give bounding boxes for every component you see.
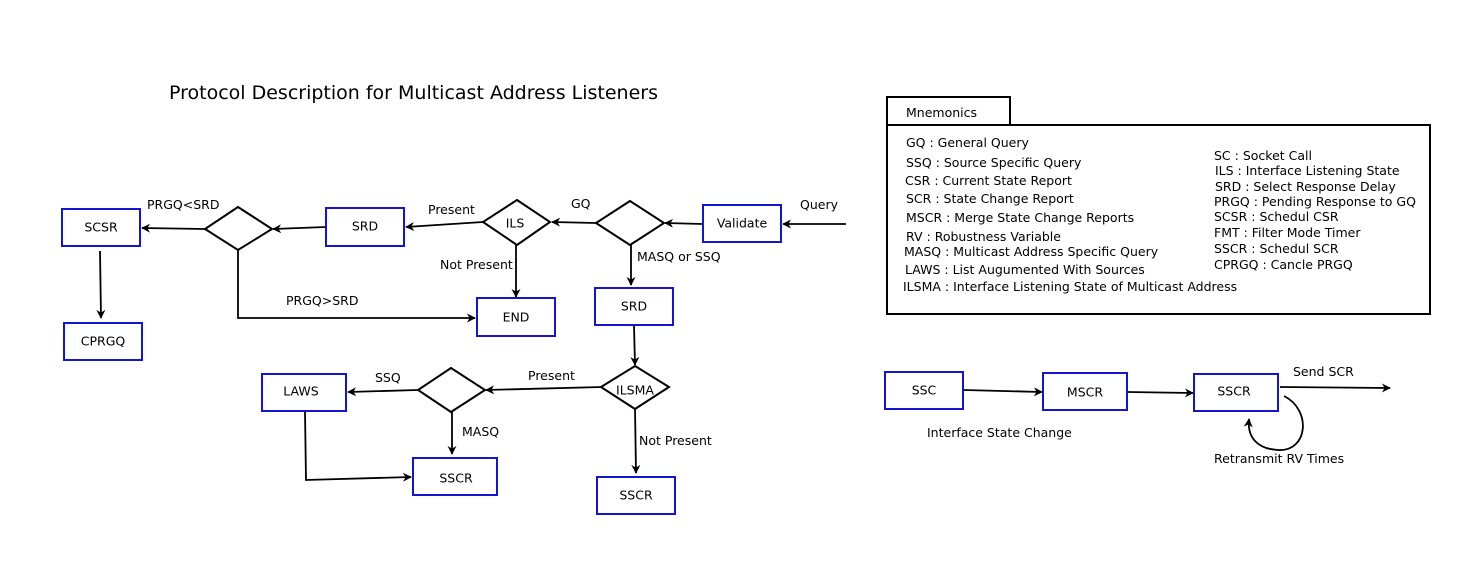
mnemonic-left-2: CSR : Current State Report — [905, 173, 1072, 188]
scsr-box — [61, 208, 141, 247]
mnemonic-right-6: SSCR : Schedul SCR — [1214, 241, 1339, 256]
decision-diamond-query-type — [594, 199, 666, 247]
mnemonic-right-7: CPRGQ : Cancle PRGQ — [1214, 257, 1353, 272]
srd-box-mid — [594, 287, 674, 326]
cprgq-box — [63, 322, 143, 361]
srd-box-top — [325, 207, 405, 247]
edge-prgq-lt-srd — [141, 223, 206, 233]
edge-label-query: Query — [800, 197, 839, 212]
ilsma-label: ILSMA — [616, 383, 654, 398]
edge-ssq — [347, 387, 419, 397]
edge-mscr-to-sscr — [1127, 388, 1194, 398]
mscr-label: MSCR — [1067, 385, 1103, 400]
decision-diamond-ilsma — [599, 364, 671, 411]
sscr-box-bottom — [412, 457, 498, 496]
mnemonics-tab — [886, 96, 1011, 126]
ssc-label: SSC — [912, 383, 937, 398]
edge-not-present-mid — [631, 407, 641, 474]
mnemonic-right-2: SRD : Select Response Delay — [1215, 179, 1396, 194]
mnemonic-right-1: ILS : Interface Listening State — [1215, 163, 1400, 178]
sscr-right-label: SSCR — [619, 488, 653, 503]
edge-scsr-to-cprgq — [96, 250, 106, 319]
mnemonic-left-8: ILSMA : Interface Listening State of Mul… — [903, 279, 1237, 294]
edge-label-present-mid: Present — [528, 368, 575, 383]
mscr-box — [1042, 372, 1128, 411]
edges — [96, 217, 1391, 482]
scsr-label: SCSR — [84, 220, 118, 235]
decision-diamond-query-kind — [416, 366, 487, 414]
laws-box — [261, 373, 347, 412]
mnemonic-right-3: PRGQ : Pending Response to GQ — [1214, 194, 1416, 209]
edge-retransmit-loop — [1243, 395, 1304, 451]
edge-validate-to-diamond1 — [664, 218, 704, 228]
edge-label-prgq-gt-srd: PRGQ>SRD — [286, 293, 358, 308]
decision-diamond-ils — [481, 198, 552, 247]
laws-label: LAWS — [283, 384, 318, 399]
srd-mid-label: SRD — [621, 299, 647, 314]
edge-label-masq: MASQ — [462, 424, 499, 439]
mnemonic-right-5: FMT : Filter Mode Timer — [1214, 225, 1361, 240]
edge-label-interface-state-change: Interface State Change — [927, 425, 1072, 440]
edge-label-prgq-lt-srd: PRGQ<SRD — [147, 197, 219, 212]
mnemonic-right-4: SCSR : Schedul CSR — [1214, 209, 1339, 224]
mnemonic-left-4: MSCR : Merge State Change Reports — [906, 210, 1134, 225]
edge-laws-to-sscr — [304, 411, 412, 482]
edge-prgq-gt-srd — [237, 250, 476, 323]
sscr-flow-label: SSCR — [1217, 384, 1251, 399]
edge-srd-to-ilsma — [630, 325, 640, 366]
edge-gq — [551, 217, 597, 227]
edge-label-retransmit: Retransmit RV Times — [1214, 451, 1344, 466]
edge-label-gq: GQ — [571, 196, 591, 211]
sscr-box-right — [596, 476, 676, 515]
edge-label-present-top: Present — [428, 202, 475, 217]
edge-label-ssq: SSQ — [375, 370, 401, 385]
ssc-box — [884, 371, 964, 410]
edge-srd-to-diamond2 — [272, 224, 327, 234]
cprgq-label: CPRGQ — [81, 334, 126, 349]
edge-label-send-scr: Send SCR — [1293, 364, 1354, 379]
end-label: END — [503, 310, 530, 325]
edge-present-mid — [485, 385, 603, 395]
sscr-box-flow — [1193, 373, 1279, 412]
sscr-bottom-label: SSCR — [439, 471, 473, 486]
mnemonic-left-6: MASQ : Multicast Address Specific Query — [904, 244, 1159, 259]
srd-top-label: SRD — [352, 219, 378, 234]
mnemonic-left-1: SSQ : Source Specific Query — [906, 155, 1082, 170]
edge-ssc-to-mscr — [963, 387, 1043, 397]
decision-diamond-prgq — [203, 205, 274, 252]
edge-label-not-present-top: Not Present — [440, 257, 513, 272]
edge-label-masq-or-ssq: MASQ or SSQ — [637, 249, 721, 264]
ils-label: ILS — [506, 216, 525, 231]
validate-label: Validate — [717, 216, 768, 231]
diagram-title: Protocol Description for Multicast Addre… — [169, 82, 658, 104]
end-box — [476, 297, 556, 337]
edge-send-scr — [1279, 383, 1391, 393]
edge-present-top — [405, 221, 484, 231]
mnemonics-box — [886, 124, 1431, 315]
mnemonic-left-3: SCR : State Change Report — [906, 191, 1074, 206]
mnemonic-left-0: GQ : General Query — [906, 135, 1030, 150]
mnemonic-right-0: SC : Socket Call — [1214, 148, 1312, 163]
mnemonic-left-5: RV : Robustness Variable — [906, 229, 1061, 244]
edge-label-not-present-mid: Not Present — [639, 433, 712, 448]
validate-box — [702, 204, 782, 243]
mnemonic-left-7: LAWS : List Augumented With Sources — [905, 262, 1145, 277]
mnemonics-tab-title: Mnemonics — [906, 105, 977, 120]
